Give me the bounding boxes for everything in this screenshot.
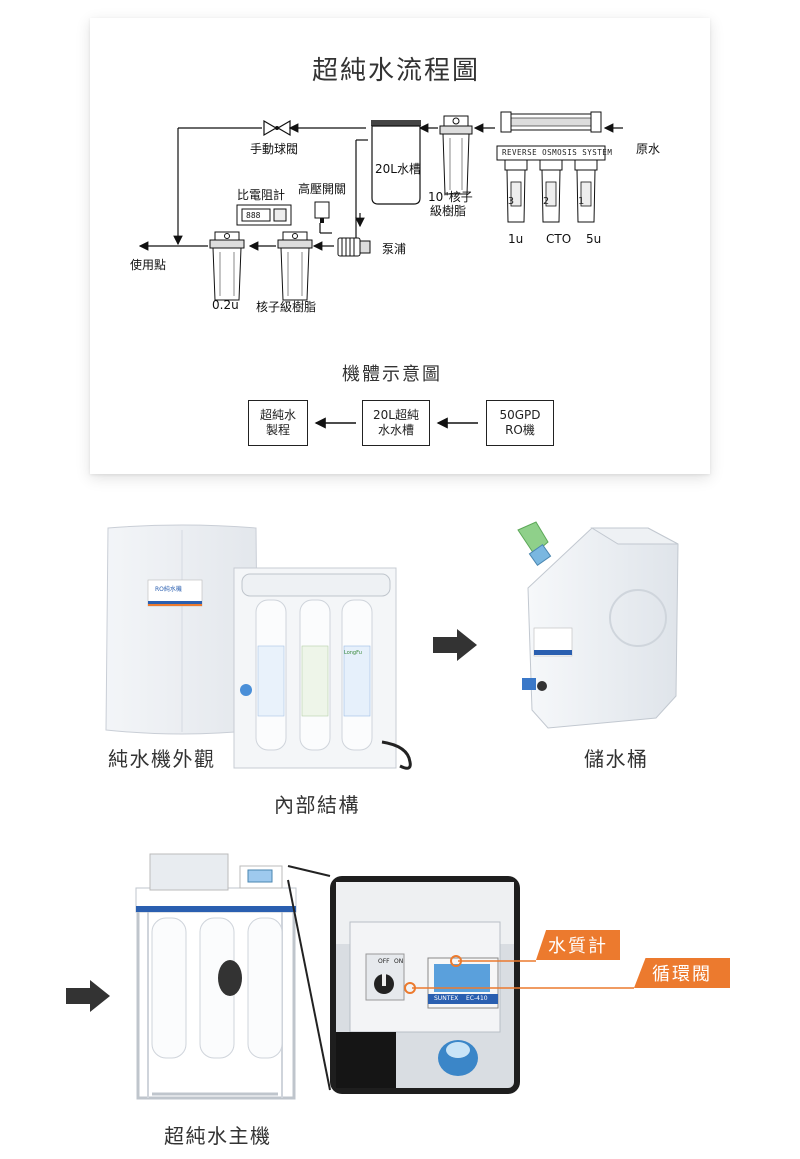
raw-water-label: 原水 [636,142,661,156]
box-process-line1: 超純水 [259,408,296,422]
arrow-right-icon [433,629,477,661]
filter-02u-label: 0.2u [212,298,239,312]
interior-image [233,567,412,770]
hp-switch-label: 高壓開關 [298,182,347,196]
pump-label: 泵浦 [382,242,407,256]
resin-10-label: 10"核子 [428,190,473,204]
filter-cto-label: CTO [546,232,572,246]
stage1-label: 1 [578,196,585,207]
ball-valve-label: 手動球閥 [250,142,299,156]
filter-1u-label: 1u [508,232,524,246]
use-point-label: 使用點 [130,258,167,272]
box-ro-line1: 50GPD [499,408,541,422]
callout-circulation-valve: 循環閥 [634,958,730,988]
main-unit-caption: 超純水主機 [164,1124,272,1148]
filter-02u-icon [209,231,245,301]
schematic-arrows [314,417,478,429]
ball-valve-icon [263,119,291,137]
filter-5u-label: 5u [586,232,602,246]
nuclear-resin-label: 核子級樹脂 [256,300,317,314]
meter-brand-label: SUNTEX [434,995,459,1002]
ro-brand-label: REVERSE OSMOSIS SYSTEM [502,148,613,157]
box-process-line2: 製程 [265,423,290,437]
resistivity-meter-icon: 888 [236,204,292,226]
hp-switch-icon [314,201,330,223]
detail-zoom-image [336,882,514,1088]
box-process: 超純水 製程 [248,400,308,446]
detail-zoom-frame: OFF ON SUNTEX EC-410 [330,876,520,1094]
meter-model-label: EC-410 [466,995,488,1002]
storage-tank-image [517,521,679,729]
box-ro-line2: RO機 [505,423,535,437]
flow-lines [138,123,623,251]
arrow-right-icon-2 [66,980,110,1012]
svg-text:888: 888 [246,211,261,220]
exterior-panel-label: RO純水機 [155,586,182,593]
callout-quality-meter-text: 水質計 [548,936,608,957]
box-tank: 20L超純 水水槽 [362,400,430,446]
nuclear-resin-filter-icon [277,231,313,301]
box-ro: 50GPD RO機 [486,400,554,446]
storage-caption: 儲水桶 [584,747,649,771]
pump-icon [337,237,371,257]
tank-label: 20L水槽 [375,162,421,176]
stage3-label: 3 [508,196,515,207]
tank-icon [371,120,421,205]
ro-system-icon [496,111,606,223]
schematic-title: 機體示意圖 [342,364,442,385]
switch-off-label: OFF [378,958,390,965]
stage2-label: 2 [543,196,550,207]
exterior-caption: 純水機外觀 [108,747,216,771]
flow-title: 超純水流程圖 [312,56,481,86]
callout-quality-meter: 水質計 [536,930,620,960]
filter-brand-label: LongFu [344,650,362,656]
resin-10-label-b: 級樹脂 [430,204,467,218]
box-tank-line1: 20L超純 [373,408,419,422]
main-unit-image [135,853,297,1100]
switch-on-label: ON [394,958,404,965]
resistivity-label: 比電阻計 [237,188,286,202]
interior-caption: 內部結構 [274,793,360,817]
callout-circulation-valve-text: 循環閥 [652,964,712,985]
flow-diagram-card: 超純水流程圖 [90,18,710,474]
resin-filter-10-icon [439,115,473,195]
box-tank-line2: 水水槽 [377,423,414,437]
